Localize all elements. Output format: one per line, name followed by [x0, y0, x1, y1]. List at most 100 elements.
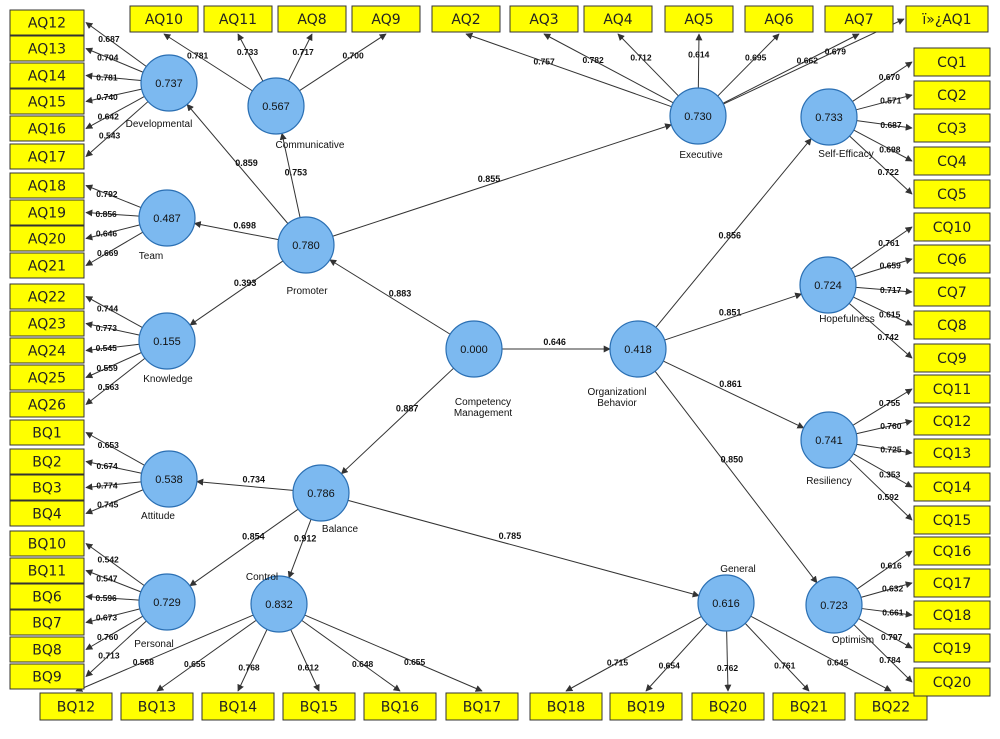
indicator-bq18[interactable]: BQ18 — [529, 692, 603, 721]
indicator-aq20[interactable]: AQ20 — [9, 225, 85, 252]
indicator-cq13[interactable]: CQ13 — [913, 438, 991, 468]
indicator-aq14[interactable]: AQ14 — [9, 62, 85, 89]
indicator-bq12[interactable]: BQ12 — [39, 692, 113, 721]
indicator-bq3[interactable]: BQ3 — [9, 474, 85, 501]
indicator-bq8[interactable]: BQ8 — [9, 636, 85, 663]
latent-label: Developmental — [126, 119, 193, 130]
indicator-aq25[interactable]: AQ25 — [9, 364, 85, 391]
indicator-cq18[interactable]: CQ18 — [913, 600, 991, 630]
indicator-cq15[interactable]: CQ15 — [913, 505, 991, 535]
indicator-cq11[interactable]: CQ11 — [913, 374, 991, 404]
loading-personal-to-BQ9 — [85, 620, 147, 677]
indicator-aq4[interactable]: AQ4 — [583, 5, 653, 33]
indicator-bq16[interactable]: BQ16 — [363, 692, 437, 721]
indicator-box — [9, 530, 85, 557]
indicator-aq12[interactable]: AQ12 — [9, 9, 85, 36]
indicator-cq8[interactable]: CQ8 — [913, 310, 991, 340]
indicator-aq13[interactable]: AQ13 — [9, 35, 85, 62]
outer-loading: 0.761 — [774, 660, 796, 670]
indicator-label: CQ6 — [937, 252, 967, 268]
indicator-aq10[interactable]: AQ10 — [129, 5, 199, 33]
indicator-aq18[interactable]: AQ18 — [9, 172, 85, 199]
indicator-aq24[interactable]: AQ24 — [9, 337, 85, 364]
indicator-bq11[interactable]: BQ11 — [9, 557, 85, 584]
indicator-label: ï»¿AQ1 — [921, 12, 971, 28]
indicator-bq21[interactable]: BQ21 — [772, 692, 846, 721]
indicator-aq21[interactable]: AQ21 — [9, 252, 85, 279]
indicator-bq15[interactable]: BQ15 — [282, 692, 356, 721]
indicator-aq11[interactable]: AQ11 — [203, 5, 273, 33]
indicator-bq20[interactable]: BQ20 — [691, 692, 765, 721]
indicator-bq22[interactable]: BQ22 — [854, 692, 928, 721]
indicator-aq2[interactable]: AQ2 — [431, 5, 501, 33]
indicator-aq3[interactable]: AQ3 — [509, 5, 579, 33]
indicator-aq17[interactable]: AQ17 — [9, 143, 85, 170]
indicator-bq17[interactable]: BQ17 — [445, 692, 519, 721]
indicator-label: CQ7 — [937, 285, 967, 301]
indicator-cq5[interactable]: CQ5 — [913, 179, 991, 209]
indicator-aq19[interactable]: AQ19 — [9, 199, 85, 226]
indicator-box — [9, 62, 85, 89]
indicator-cq12[interactable]: CQ12 — [913, 406, 991, 436]
indicator-aq8[interactable]: AQ8 — [277, 5, 347, 33]
indicator-bq7[interactable]: BQ7 — [9, 609, 85, 636]
indicator-aq6[interactable]: AQ6 — [744, 5, 814, 33]
r-squared-value: 0.730 — [684, 111, 712, 123]
indicator-bq13[interactable]: BQ13 — [120, 692, 194, 721]
indicator-aq26[interactable]: AQ26 — [9, 391, 85, 418]
indicator-bq9[interactable]: BQ9 — [9, 663, 85, 690]
indicator-cq7[interactable]: CQ7 — [913, 277, 991, 307]
indicator-aq16[interactable]: AQ16 — [9, 115, 85, 142]
indicator-cq2[interactable]: CQ2 — [913, 80, 991, 110]
indicator-cq10[interactable]: CQ10 — [913, 212, 991, 242]
indicator-cq6[interactable]: CQ6 — [913, 244, 991, 274]
indicator-cq16[interactable]: CQ16 — [913, 536, 991, 566]
indicator-bq1[interactable]: BQ1 — [9, 419, 85, 446]
indicator-box — [9, 609, 85, 636]
indicator-aq23[interactable]: AQ23 — [9, 310, 85, 337]
indicator-cq20[interactable]: CQ20 — [913, 667, 991, 697]
indicator-aq7[interactable]: AQ7 — [824, 5, 894, 33]
indicator-aq15[interactable]: AQ15 — [9, 88, 85, 115]
indicator-cq19[interactable]: CQ19 — [913, 633, 991, 663]
indicator-cq1[interactable]: CQ1 — [913, 47, 991, 77]
indicator-aq22[interactable]: AQ22 — [9, 283, 85, 310]
latent-circle — [277, 216, 335, 274]
indicator-aq5[interactable]: AQ5 — [664, 5, 734, 33]
indicator-box — [9, 225, 85, 252]
indicator-aq1[interactable]: ï»¿AQ1 — [905, 5, 989, 33]
indicator-bq14[interactable]: BQ14 — [201, 692, 275, 721]
indicator-bq19[interactable]: BQ19 — [609, 692, 683, 721]
indicator-cq9[interactable]: CQ9 — [913, 343, 991, 373]
indicator-label: CQ9 — [937, 351, 967, 367]
path-coefficient: 0.850 — [721, 454, 744, 464]
indicator-bq2[interactable]: BQ2 — [9, 448, 85, 475]
indicator-bq4[interactable]: BQ4 — [9, 500, 85, 527]
indicator-bq6[interactable]: BQ6 — [9, 583, 85, 610]
indicator-cq3[interactable]: CQ3 — [913, 113, 991, 143]
indicator-cq17[interactable]: CQ17 — [913, 568, 991, 598]
indicator-bq10[interactable]: BQ10 — [9, 530, 85, 557]
outer-loading: 0.781 — [187, 51, 209, 61]
indicator-cq14[interactable]: CQ14 — [913, 472, 991, 502]
indicator-label: BQ9 — [32, 670, 62, 686]
indicator-cq4[interactable]: CQ4 — [913, 146, 991, 176]
indicator-aq9[interactable]: AQ9 — [351, 5, 421, 33]
